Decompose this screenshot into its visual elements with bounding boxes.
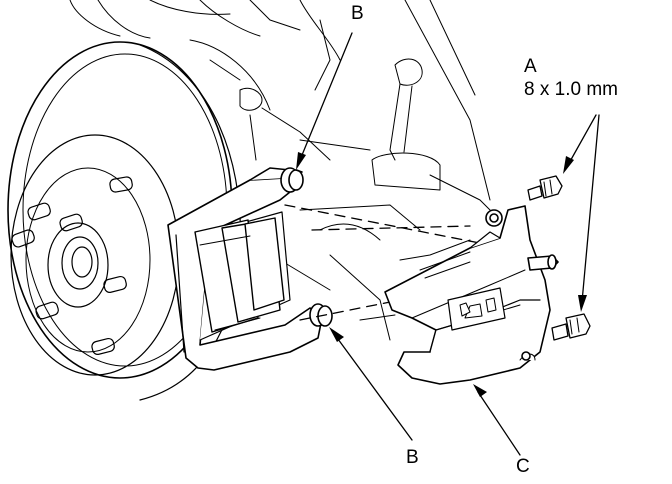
callout-b-bottom: B xyxy=(406,447,419,468)
callout-a: A xyxy=(524,56,537,77)
alignment-dashes xyxy=(284,204,491,321)
arrowheads xyxy=(296,152,587,397)
brake-pads xyxy=(194,217,285,333)
callout-c: C xyxy=(516,456,530,477)
callout-b-top: B xyxy=(351,3,364,24)
caliper-bracket xyxy=(384,205,559,385)
bolt-spec-label: 8 x 1.0 mm xyxy=(524,79,618,100)
suspension-background xyxy=(69,0,501,341)
lug-studs xyxy=(11,176,133,355)
guide-bolt-bottom xyxy=(309,303,333,327)
wheel-hub xyxy=(11,176,133,355)
guide-bolt-top xyxy=(280,167,304,193)
leader-lines xyxy=(299,32,600,456)
bracket-bolt-upper xyxy=(527,175,563,201)
bracket-bolt-lower xyxy=(551,313,591,341)
